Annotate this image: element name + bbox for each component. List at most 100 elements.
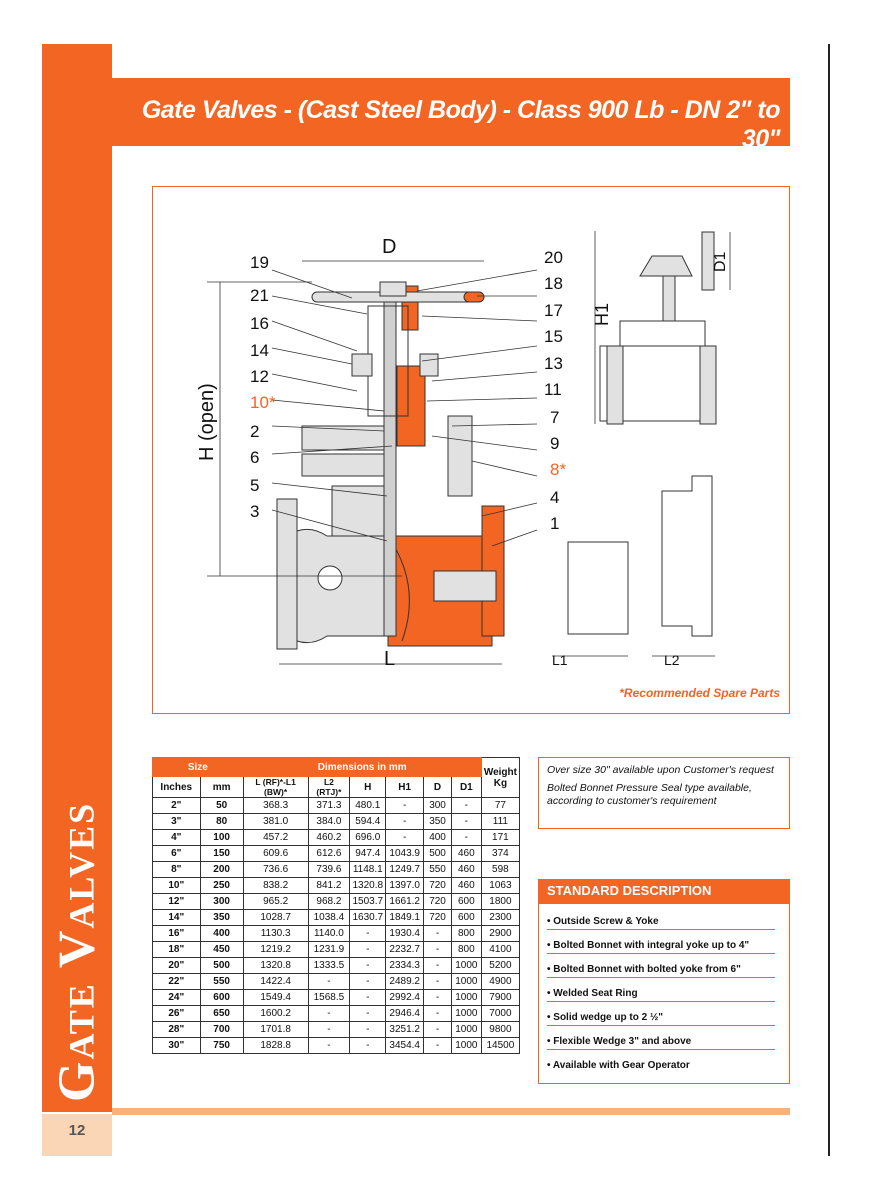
table-cell: 1568.5 [307, 989, 351, 1006]
col-header: H1 [385, 776, 425, 798]
table-cell: 800 [450, 925, 482, 942]
table-cell: - [349, 957, 387, 974]
table-cell: 6" [152, 845, 201, 862]
table-cell: 28" [152, 1021, 201, 1038]
table-cell: 10" [152, 877, 201, 894]
table-cell: 1148.1 [349, 861, 387, 878]
part-label: 6 [250, 448, 260, 467]
table-cell: 1701.8 [242, 1021, 309, 1038]
table-cell: 460.2 [307, 829, 351, 846]
table-cell: 384.0 [307, 813, 351, 830]
table-cell: 400 [199, 925, 244, 942]
table-cell: 460 [450, 877, 482, 894]
table-cell: 550 [199, 973, 244, 990]
table-cell: 2300 [480, 909, 521, 926]
table-cell: 12" [152, 893, 201, 910]
table-cell: 400 [423, 829, 452, 846]
table-cell: 8" [152, 861, 201, 878]
table-cell: 450 [199, 941, 244, 958]
table-cell: 1000 [450, 1005, 482, 1022]
dim-h1-label: H1 [592, 302, 612, 326]
table-cell: 14" [152, 909, 201, 926]
table-cell: 500 [199, 957, 244, 974]
diagram-labels: 19 21 16 14 12 10* 2 6 5 3 20 18 17 15 1… [152, 186, 790, 714]
table-cell: 720 [423, 893, 452, 910]
spare-parts-note: *Recommended Spare Parts [619, 686, 780, 700]
dim-l2-label: L2 [664, 652, 680, 668]
table-cell: 16" [152, 925, 201, 942]
table-cell: 1320.8 [242, 957, 309, 974]
table-cell: - [349, 1021, 387, 1038]
table-cell: 1219.2 [242, 941, 309, 958]
col-header: Inches [152, 776, 201, 798]
notes-box: Over size 30" available upon Customer's … [538, 757, 790, 829]
table-cell: 1028.7 [242, 909, 309, 926]
part-label: 20 [544, 248, 563, 267]
table-cell: 1422.4 [242, 973, 309, 990]
diagram-frame [152, 186, 790, 714]
table-cell: - [385, 829, 425, 846]
title-bar [112, 78, 790, 146]
table-cell: - [349, 1005, 387, 1022]
standard-item: • Solid wedge up to 2 ½" [547, 1012, 775, 1026]
table-cell: 1503.7 [349, 893, 387, 910]
table-cell: 374 [480, 845, 521, 862]
table-cell: 300 [199, 893, 244, 910]
table-cell: 1000 [450, 957, 482, 974]
table-cell: 3251.2 [385, 1021, 425, 1038]
table-cell: 100 [199, 829, 244, 846]
table-cell: 800 [450, 941, 482, 958]
bonnet-section [396, 365, 426, 447]
table-cell: 550 [423, 861, 452, 878]
table-cell: 720 [423, 909, 452, 926]
standard-item: • Welded Seat Ring [547, 988, 775, 1002]
table-cell: 4900 [480, 973, 521, 990]
table-cell: 457.2 [242, 829, 309, 846]
note-pressure-seal: Bolted Bonnet Pressure Seal type availab… [547, 782, 752, 807]
table-cell: 381.0 [242, 813, 309, 830]
table-cell: 500 [423, 845, 452, 862]
table-cell: 1600.2 [242, 1005, 309, 1022]
part-label: 12 [250, 367, 269, 386]
col-header: L2 (RTJ)* [307, 776, 351, 798]
table-cell: 2946.4 [385, 1005, 425, 1022]
part-label: 7 [550, 408, 560, 427]
table-cell: - [423, 1037, 452, 1054]
table-cell: 30" [152, 1037, 201, 1054]
table-cell: 2992.4 [385, 989, 425, 1006]
table-cell: 1000 [450, 1037, 482, 1054]
part-label: 15 [544, 327, 563, 346]
table-cell: 1249.7 [385, 861, 425, 878]
part-label: 3 [250, 502, 260, 521]
table-cell: 7900 [480, 989, 521, 1006]
table-cell: - [450, 813, 482, 830]
table-cell: 609.6 [242, 845, 309, 862]
table-cell: 1043.9 [385, 845, 425, 862]
table-cell: 350 [423, 813, 452, 830]
page-title: Gate Valves - (Cast Steel Body) - Class … [141, 96, 781, 153]
table-cell: 1231.9 [307, 941, 351, 958]
dim-d1-label: D1 [712, 251, 729, 272]
table-cell: - [423, 925, 452, 942]
part-label: 11 [544, 380, 562, 399]
col-header: L (RF)*-L1 (BW)* [242, 776, 309, 798]
standard-item: • Bolted Bonnet with integral yoke up to… [547, 940, 775, 954]
table-cell: 1063 [480, 877, 521, 894]
table-cell: 150 [199, 845, 244, 862]
table-cell: 1661.2 [385, 893, 425, 910]
table-cell: 3454.4 [385, 1037, 425, 1054]
table-cell: - [423, 1021, 452, 1038]
table-cell: 2232.7 [385, 941, 425, 958]
table-cell: 1630.7 [349, 909, 387, 926]
standard-item: • Bolted Bonnet with bolted yoke from 6" [547, 964, 775, 978]
table-cell: 739.6 [307, 861, 351, 878]
table-cell: 965.2 [242, 893, 309, 910]
